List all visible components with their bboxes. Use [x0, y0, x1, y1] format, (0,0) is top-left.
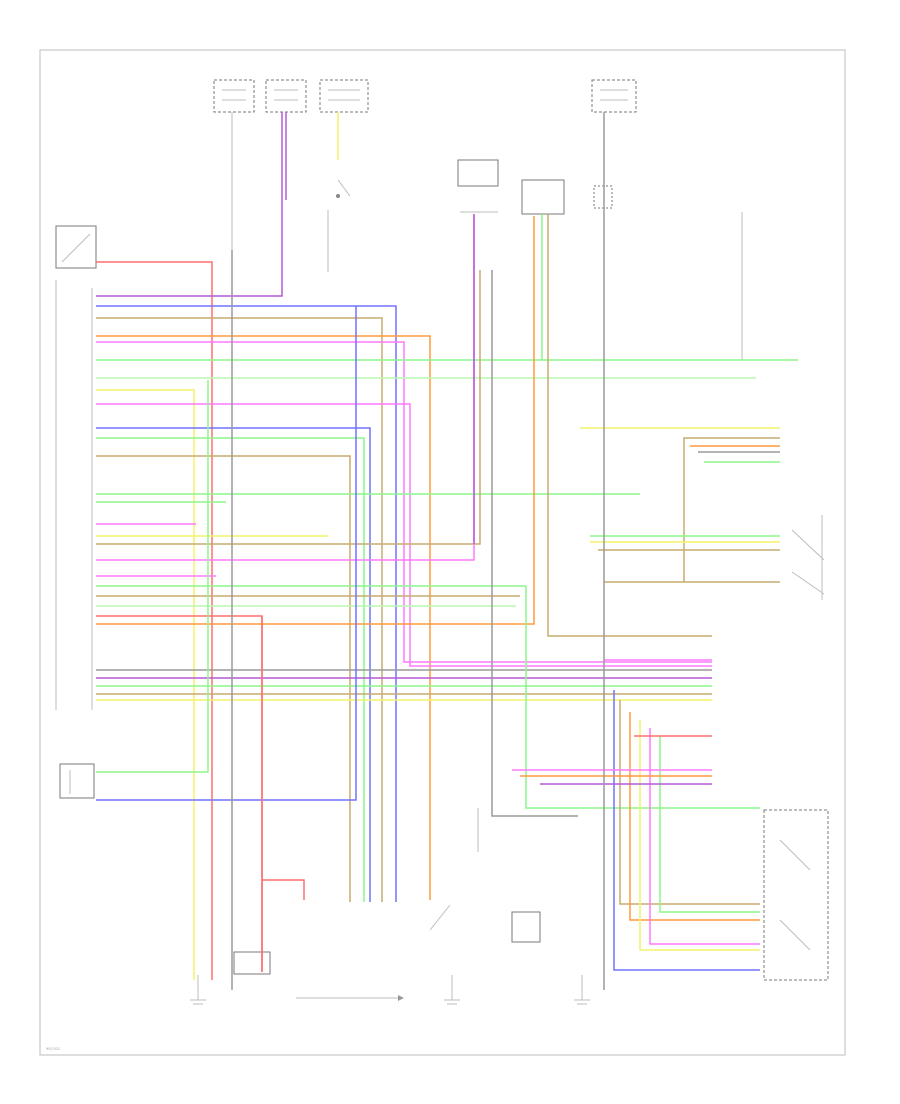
wire-blue-31 [96, 306, 357, 801]
park-neutral-switch [791, 515, 825, 600]
wire-green-52 [659, 736, 760, 913]
wire-yellow-50 [639, 720, 760, 951]
turbine-speed-sensor [511, 911, 541, 943]
vehicle-speed-sensor [55, 212, 743, 360]
brake-switch [327, 179, 351, 272]
wire-purple-1 [96, 112, 283, 297]
fuse-block-right [591, 79, 637, 113]
solenoid-valves [429, 808, 479, 931]
wire-green-30 [96, 380, 209, 773]
wire-orange-4 [96, 335, 431, 900]
wire-tan-12 [96, 455, 351, 902]
overdrive-switch [59, 763, 95, 799]
wire-tan-34 [547, 214, 712, 637]
wire-gray-62 [491, 270, 578, 817]
wire-harness [96, 112, 798, 990]
diagram-frame [39, 49, 846, 1056]
wire-red-58 [262, 879, 305, 900]
fuse-block-left [213, 79, 255, 250]
fuse-block-center [319, 79, 369, 113]
wire-pink-51 [649, 728, 760, 945]
transmission-control-module [55, 280, 93, 710]
engine-control-module [457, 159, 499, 213]
wire-green-46 [525, 586, 760, 809]
wire-orange-24 [96, 216, 535, 625]
wire-blue-53 [613, 690, 760, 971]
wire-tan-38 [683, 437, 780, 582]
wire-green-11 [96, 437, 365, 902]
ground-center [444, 975, 460, 1005]
wire-orange-49 [629, 712, 760, 921]
transmission-case-block [233, 951, 404, 1001]
wire-pink-9 [96, 403, 712, 667]
wire-tan-48 [619, 700, 760, 905]
wire-red-0 [96, 261, 213, 980]
shift-lock [593, 185, 613, 209]
ground-right [574, 975, 590, 1005]
wire-pink-5 [96, 341, 712, 663]
wire-tan-17 [96, 270, 481, 545]
ground-left [190, 975, 206, 1005]
wire-tan-3 [96, 317, 383, 902]
wire-pink-18 [96, 214, 475, 561]
range-switch [763, 809, 829, 981]
ignition-coil [521, 179, 565, 215]
page-reference: 90/7/02 [46, 1047, 60, 1051]
wire-yellow-8 [96, 389, 195, 980]
wire-blue-10 [96, 427, 371, 902]
fuse-block-center-left [265, 79, 307, 113]
wire-blue-2 [96, 305, 397, 902]
